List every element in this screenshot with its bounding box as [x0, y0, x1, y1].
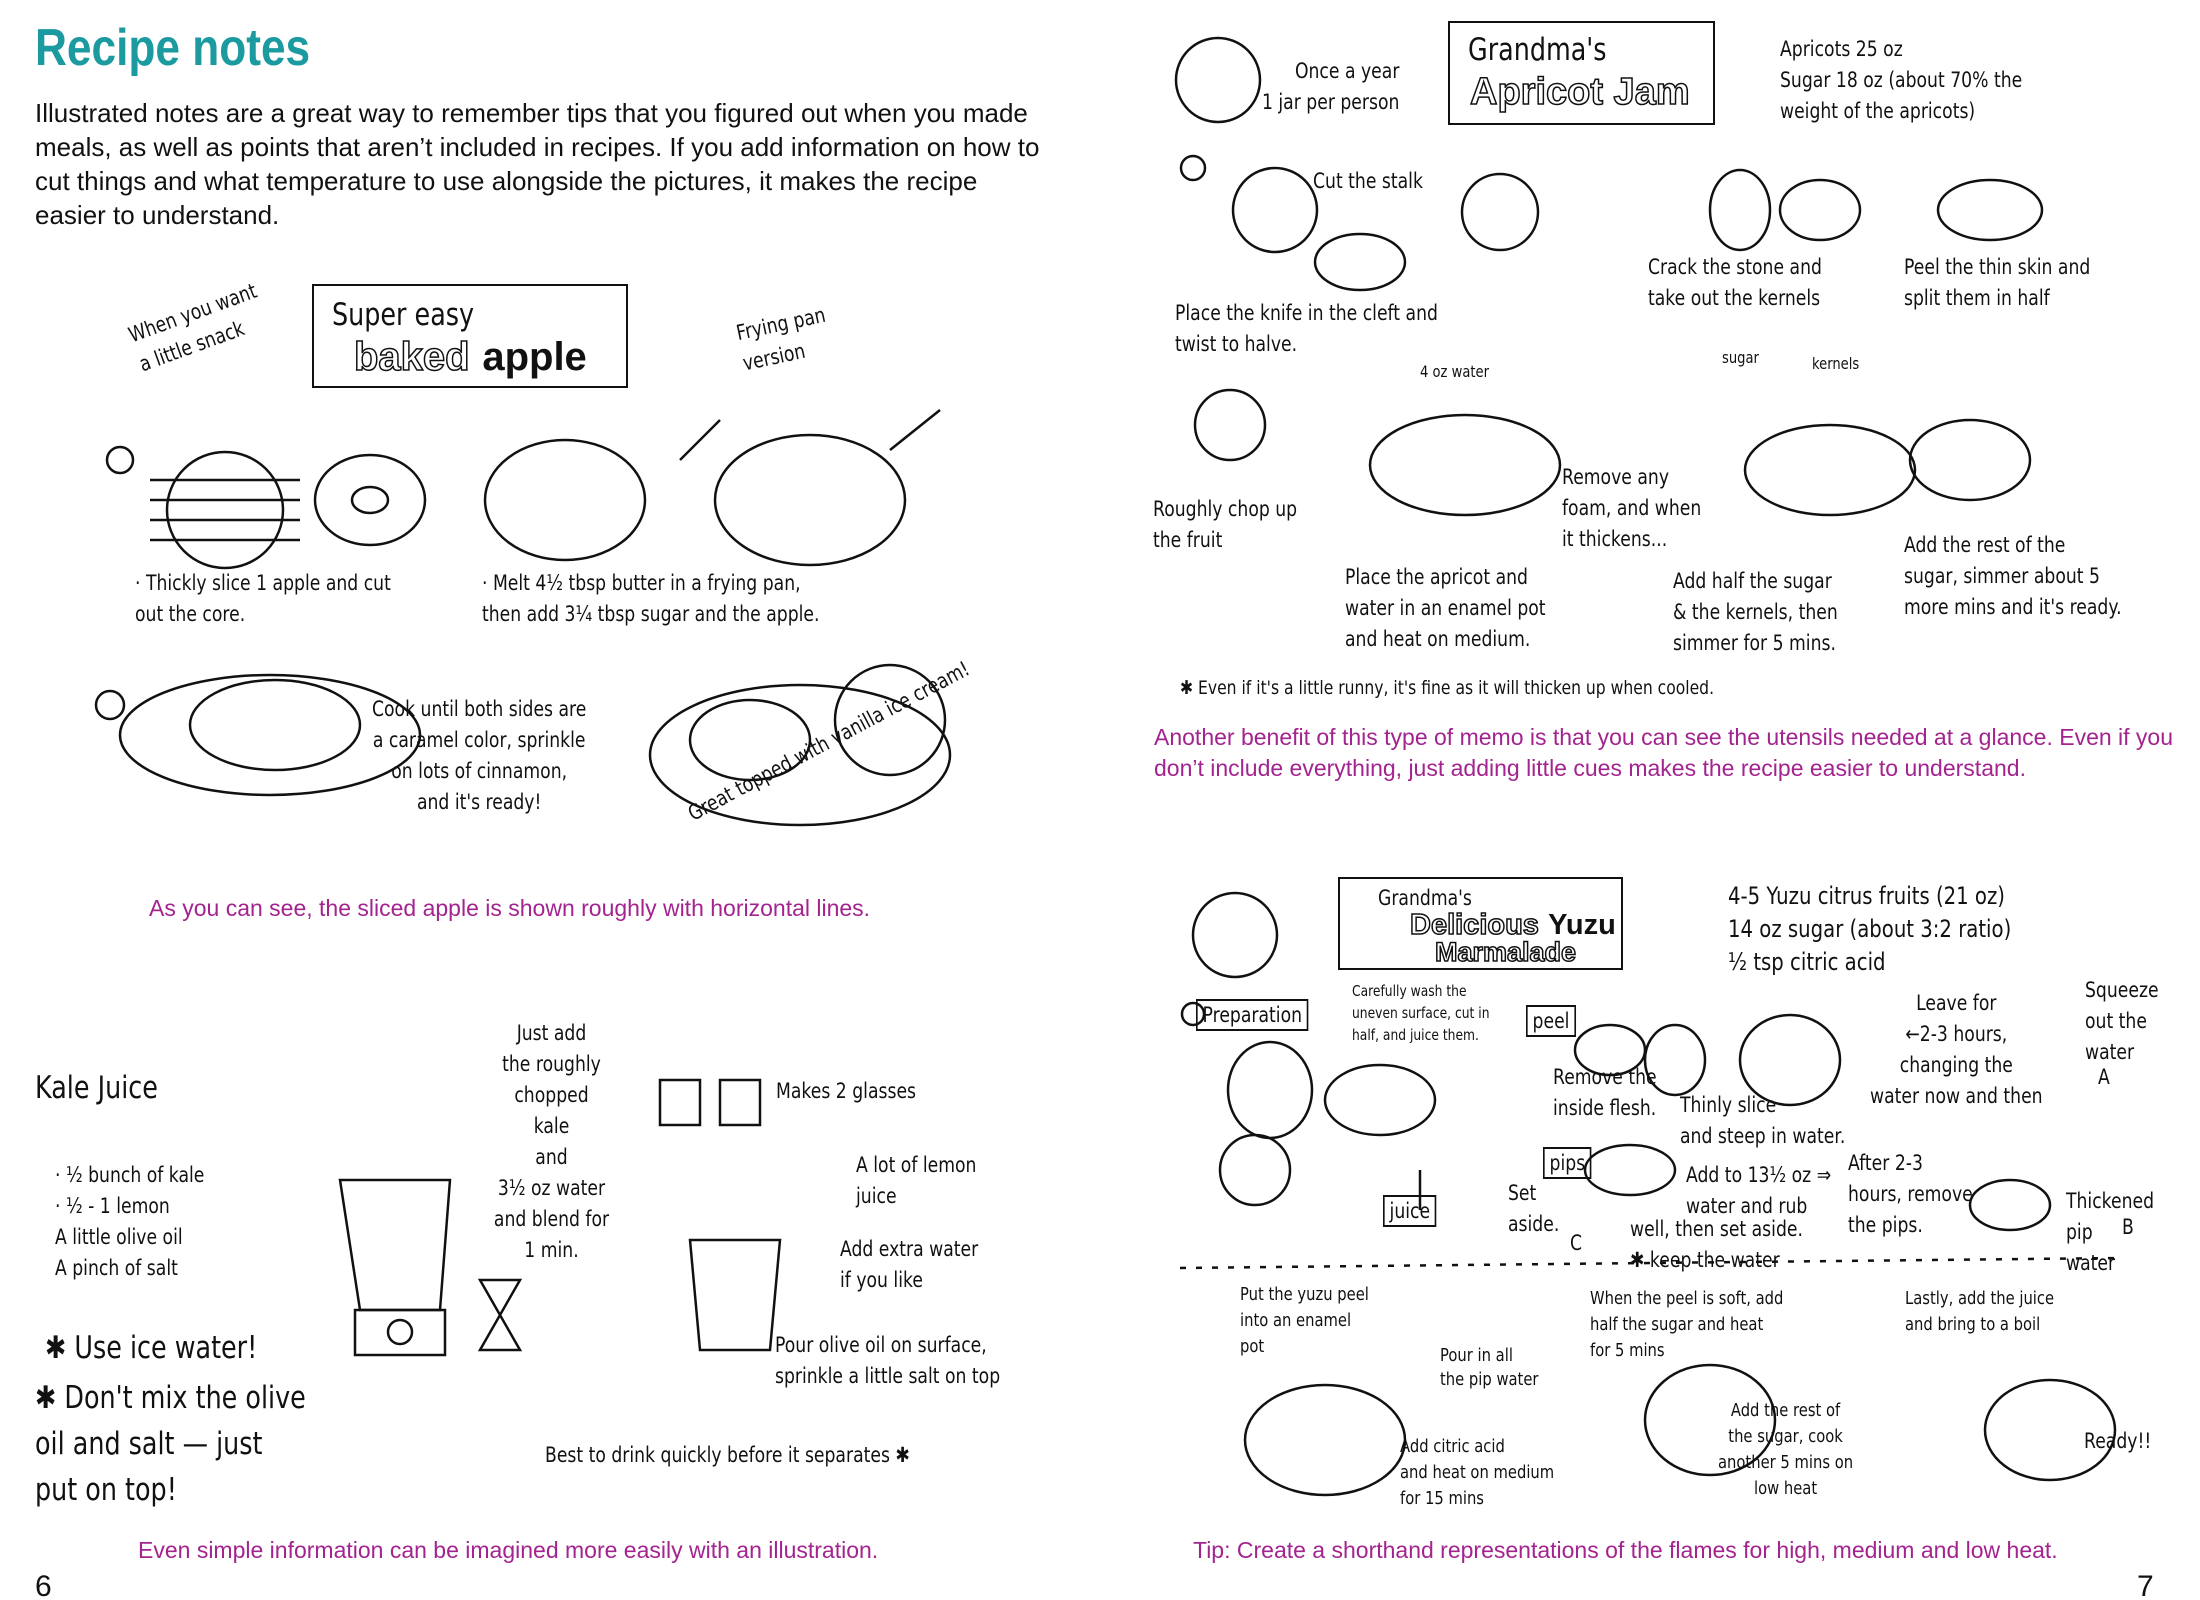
sugar-label: sugar: [1722, 348, 1759, 367]
intro-paragraph: Illustrated notes are a great way to rem…: [35, 98, 1040, 230]
kale-ingredients: · ½ bunch of kale · ½ - 1 lemon A little…: [55, 1160, 237, 1284]
apricot-step6b: Add half the sugar & the kernels, then s…: [1673, 569, 1838, 655]
yuzu-title-box: Grandma's Delicious Yuzu Marmalade: [1338, 877, 1623, 970]
leave-for-note: Leave for ←2-3 hours, changing the water…: [1870, 991, 2043, 1108]
caption-apple: As you can see, the sliced apple is show…: [149, 895, 871, 921]
apricot-icon: [1174, 36, 1262, 124]
kale-title: Kale Juice: [35, 1070, 158, 1106]
wash-note: Carefully wash the uneven surface, cut i…: [1352, 982, 1490, 1044]
blender-glass-illustrations: [338, 1078, 782, 1357]
extra-water-note: Add extra water if you like: [840, 1237, 979, 1292]
title-outline-word: baked: [353, 334, 470, 380]
add-to-note: Add to 13½ oz ⇒ water and rub: [1686, 1163, 1832, 1218]
title-bold-word: Yuzu: [1548, 909, 1616, 941]
label-a: A: [2098, 1065, 2110, 1089]
ingredient: · ½ - 1 lemon: [55, 1194, 170, 1218]
apricot-step1: Place the knife in the cleft and twist t…: [1175, 301, 1438, 356]
just-add-note: Just add the roughly chopped kale and 3½…: [493, 1021, 610, 1262]
lemon-note: A lot of lemon juice: [856, 1153, 977, 1208]
step2-text: · Melt 4½ tbsp butter in a frying pan, t…: [482, 571, 820, 626]
title-line: Grandma's: [1378, 886, 1472, 910]
yuzu-step3: When the peel is soft, add half the suga…: [1590, 1288, 1784, 1361]
pour-note: Pour in all the pip water: [1440, 1345, 1539, 1390]
yuzu-step2: Put the yuzu peel into an enamel pot: [1240, 1284, 1369, 1357]
best-note: Best to drink quickly before it separate…: [545, 1443, 910, 1467]
apple-plate-illustrations: [94, 663, 952, 827]
pips-box: pips: [1543, 1147, 1592, 1179]
kernels-label: kernels: [1812, 354, 1860, 373]
remove-flesh-note: Remove the inside flesh.: [1553, 1065, 1657, 1120]
caption-apricot: Another benefit of this type of memo is …: [1154, 724, 2174, 781]
rest-note: Add the rest of the sugar, cook another …: [1718, 1400, 1854, 1499]
ingredient: A little olive oil: [55, 1225, 183, 1249]
ingredient: · ½ bunch of kale: [55, 1163, 205, 1187]
yuzu-step4: Lastly, add the juice and bring to a boi…: [1905, 1288, 2055, 1335]
ingredient: Sugar 18 oz (about 70% the weight of the…: [1780, 68, 2023, 123]
label-b: B: [2122, 1215, 2134, 1239]
yuzu-illustrations: [1179, 1001, 2121, 1497]
thinly-slice-note: Thinly slice and steep in water.: [1680, 1093, 1846, 1148]
title-outline-word: Marmalade: [1434, 936, 1577, 968]
when-note: When you want a little snack: [125, 278, 260, 377]
title-line: Grandma's: [1468, 32, 1607, 68]
step3-text: Cook until both sides are a caramel colo…: [372, 697, 587, 814]
cut-stalk-note: Cut the stalk: [1313, 169, 1423, 193]
water-note: 4 oz water: [1420, 362, 1489, 381]
page-title: Recipe notes: [35, 19, 311, 77]
baked-apple-title-box: Super easy baked apple: [312, 284, 628, 388]
apricot-step6: Remove any foam, and when it thickens...: [1562, 465, 1702, 551]
label-c: C: [1570, 1231, 1583, 1255]
page-number-left: 6: [35, 1570, 52, 1600]
ingredient: ½ tsp citric acid: [1728, 948, 1886, 976]
title-outline-word: Delicious: [1409, 908, 1539, 942]
set-aside-note: Set aside.: [1508, 1181, 1560, 1236]
apricot-step4: Roughly chop up the fruit: [1153, 497, 1298, 552]
page-number-right: 7: [2137, 1570, 2154, 1600]
apricot-step5: Place the apricot and water in an enamel…: [1345, 565, 1546, 651]
step1-text: · Thickly slice 1 apple and cut out the …: [135, 571, 391, 626]
thickened-note: Thickened pip water: [2066, 1189, 2155, 1275]
step1-number: Preparation: [1196, 999, 1309, 1031]
caption-yuzu: Tip: Create a shorthand representations …: [1193, 1537, 2058, 1563]
apricot-step7: Add the rest of the sugar, simmer about …: [1904, 533, 2122, 619]
preparation-label: Preparation: [1196, 999, 1309, 1031]
title-line: Super easy: [332, 297, 475, 333]
ingredient: 14 oz sugar (about 3:2 ratio): [1728, 915, 2012, 943]
pips-label: pips: [1543, 1147, 1592, 1179]
pour-oil-note: Pour olive oil on surface, sprinkle a li…: [775, 1333, 1001, 1388]
apricot-ingredients: Apricots 25 oz Sugar 18 oz (about 70% th…: [1780, 34, 2075, 127]
citric-note: Add citric acid and heat on medium for 1…: [1400, 1436, 1555, 1509]
apricot-illustrations: [1179, 154, 2044, 517]
set-aside-keep-note: well, then set aside. ✱ keep the water: [1630, 1217, 1803, 1272]
yuzu-ingredients: 4-5 Yuzu citrus fruits (21 oz) 14 oz sug…: [1728, 880, 2073, 979]
tip-ice-water: ✱ Use ice water!: [45, 1330, 258, 1366]
tip-dont-mix: ✱ Don't mix the olive oil and salt — jus…: [35, 1380, 306, 1508]
yuzu-icon: [1191, 891, 1279, 979]
title-outline-word: Apricot Jam: [1469, 70, 1690, 114]
caption-kale: Even simple information can be imagined …: [138, 1537, 879, 1563]
peel-box: peel: [1526, 1005, 1577, 1037]
once-a-year-note: Once a year 1 jar per person: [1261, 59, 1400, 114]
apricot-title-box: Grandma's Apricot Jam: [1448, 21, 1715, 125]
ingredient: 4-5 Yuzu citrus fruits (21 oz): [1728, 882, 2005, 910]
apricot-step2: Crack the stone and take out the kernels: [1648, 255, 1822, 310]
juice-label: juice: [1383, 1195, 1437, 1227]
apricot-step3: Peel the thin skin and split them in hal…: [1904, 255, 2091, 310]
squeeze-note: Squeeze out the water: [2085, 978, 2159, 1064]
ingredient: Apricots 25 oz: [1780, 37, 1903, 61]
frying-pan-note: Frying pan version: [734, 302, 828, 376]
apple-illustrations: [105, 409, 941, 570]
makes-note: Makes 2 glasses: [776, 1079, 917, 1103]
apricot-note: ✱ Even if it's a little runny, it's fine…: [1180, 677, 1715, 699]
ready-note: Ready!!: [2084, 1429, 2152, 1453]
title-bold-word: apple: [482, 335, 587, 379]
after-note: After 2-3 hours, remove the pips.: [1848, 1151, 1973, 1237]
ingredient: A pinch of salt: [55, 1256, 178, 1280]
juice-box: juice: [1383, 1195, 1437, 1227]
peel-label: peel: [1526, 1005, 1577, 1037]
